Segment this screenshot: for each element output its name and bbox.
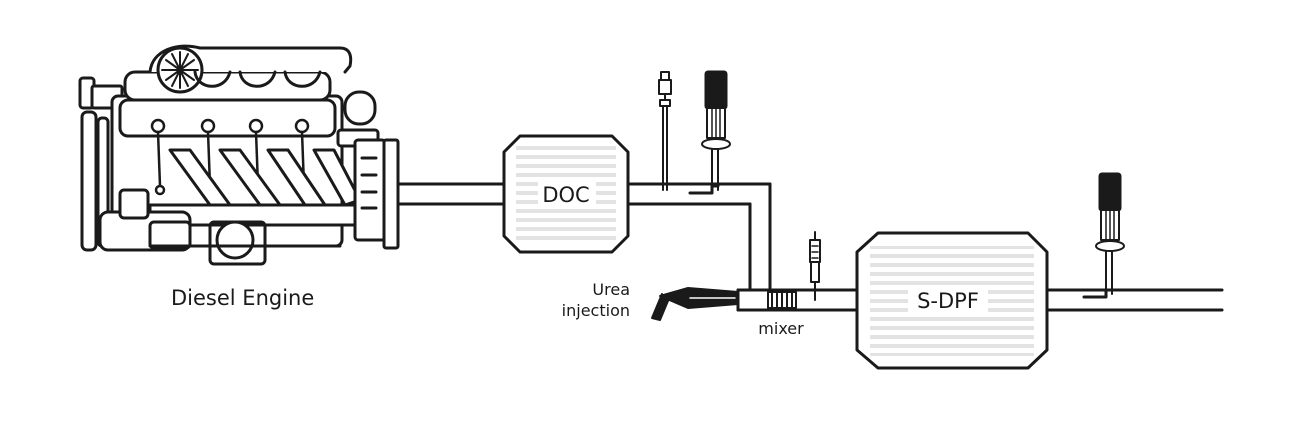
doc-label: DOC (542, 183, 589, 207)
diesel-engine (78, 44, 400, 266)
urea-injector-icon (651, 287, 739, 321)
sdpf-label: S-DPF (917, 289, 979, 313)
mixer-element (767, 291, 797, 309)
pressure-sensor-icon (809, 231, 821, 301)
engine-label: Diesel Engine (171, 286, 314, 310)
outlet-nox-sensor-icon (1082, 172, 1125, 299)
temperature-sensor-icon (658, 71, 672, 191)
urea-label-line2: injection (562, 301, 630, 320)
nox-sensor-icon (688, 70, 731, 195)
sdpf-filter (855, 231, 1049, 370)
mixer-label: mixer (758, 319, 804, 338)
urea-label-line1: Urea (592, 280, 630, 299)
doc-catalyst (502, 134, 630, 254)
